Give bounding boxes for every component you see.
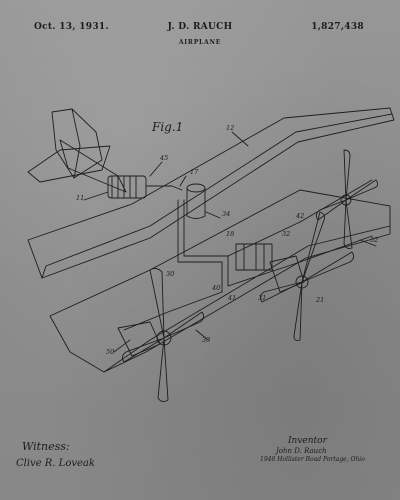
upper-wing-edge [41, 113, 393, 279]
gearbox [235, 243, 273, 271]
center-prop-blade-3 [293, 281, 303, 341]
left-prop-blade-1 [149, 267, 165, 339]
right-prop-blade-4 [315, 199, 347, 221]
ref-numeral: 17 [190, 168, 199, 176]
leader-45 [149, 161, 163, 177]
ref-numeral: 12 [226, 124, 235, 132]
ref-numeral: 32 [282, 230, 291, 238]
right-prop-blade-3 [343, 199, 353, 249]
ref-numeral: 52 [370, 236, 379, 244]
leader-17 [179, 175, 187, 187]
upper-wing [27, 107, 395, 279]
tail-stabilizer [27, 145, 111, 183]
ref-numeral: 31 [258, 294, 267, 302]
lower-wing [49, 189, 391, 373]
pipe-upper-right [227, 179, 373, 257]
witness-heading: Witness: [22, 440, 70, 453]
fuel-tank-sides [186, 187, 206, 217]
witness-signature: Clive R. Loveak [16, 458, 95, 469]
lower-wing-edge [103, 225, 391, 373]
ref-numeral: 30 [166, 270, 175, 278]
drive-shaft [145, 185, 183, 191]
left-engine-pod [117, 321, 161, 357]
pipe-right [227, 235, 373, 287]
gearbox-lines [243, 243, 265, 271]
fuselage-boom [59, 139, 127, 193]
fuel-tank-top [186, 183, 206, 193]
left-prop-blade-3 [157, 337, 169, 403]
right-prop-blade-1 [343, 149, 351, 201]
pipe-main [177, 199, 223, 293]
ref-numeral: 40 [212, 284, 221, 292]
leader-34 [205, 211, 221, 219]
figure-label: Fig.1 [152, 120, 184, 134]
patent-date: Oct. 13, 1931. [34, 22, 109, 32]
tail-fin [51, 108, 103, 179]
left-prop-blade-2 [163, 311, 205, 339]
inventor-header: J. D. RAUCH [167, 22, 233, 32]
center-engine-pod [269, 255, 305, 293]
ref-numeral: 50 [106, 348, 115, 356]
tail-rudder-line [71, 108, 81, 179]
leader-11 [83, 191, 109, 201]
fuel-tank-bottom [186, 215, 206, 219]
right-prop-blade-2 [345, 179, 379, 201]
left-prop-blade-4 [121, 337, 165, 363]
center-prop-blade-2 [301, 251, 355, 283]
leader-50 [113, 339, 131, 353]
leader-12 [231, 131, 249, 147]
ref-numeral: 11 [76, 194, 85, 202]
inventor-signature: John D. Rauch [276, 447, 327, 455]
ref-numeral: 18 [226, 230, 235, 238]
ref-numeral: 34 [222, 210, 231, 218]
inventor-address: 1948 Hollister Road Portage, Ohio [260, 456, 365, 463]
ref-numeral: 21 [316, 296, 325, 304]
inventor-heading: Inventor [288, 436, 327, 446]
leader-52 [359, 239, 377, 247]
ref-numeral: 42 [296, 212, 305, 220]
patent-number: 1,827,438 [311, 22, 364, 32]
engine-fins [111, 175, 137, 199]
ref-numeral: 33 [202, 336, 211, 344]
ref-numeral: 45 [160, 154, 169, 162]
center-prop-blade-4 [259, 281, 303, 303]
ref-numeral: 41 [228, 294, 237, 302]
pipe-return [183, 199, 229, 287]
leader-33 [195, 329, 209, 341]
engine-block [107, 175, 147, 199]
patent-subtitle: AIRPLANE [178, 39, 222, 46]
center-prop-blade-1 [301, 211, 325, 283]
